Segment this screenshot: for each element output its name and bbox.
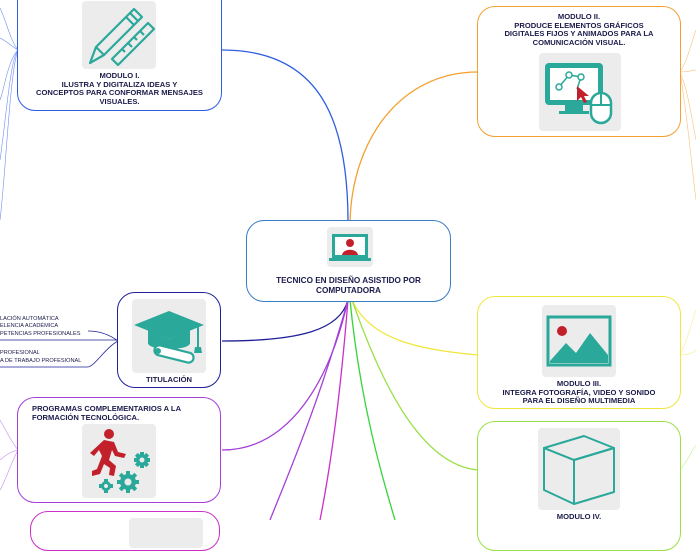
modulo3-line1: MODULO III. [556, 379, 602, 388]
modulo3-line2: INTEGRA FOTOGRAFÍA, VIDEO Y SONIDO [502, 387, 656, 397]
modulo1-line4: VISUALES. [99, 96, 140, 106]
connector-modulo2 [349, 71, 479, 223]
modulo4-line1: MODULO IV. [556, 512, 602, 521]
programas-node[interactable]: PROGRAMAS COMPLEMENTARIOS A LA FORMACIÓN… [17, 397, 221, 503]
titulacion-icon-box [132, 299, 206, 373]
modulo1-icon-box [82, 1, 156, 69]
image-icon [546, 315, 612, 367]
titulacion-node[interactable]: TITULACIÓN [117, 292, 221, 388]
connector-modulo3 [351, 299, 479, 356]
titulacion-subitem-3[interactable]: PETENCIAS PROFESIONALES [0, 331, 81, 337]
modulo2-line3: DIGITALES FIJOS Y ANIMADOS PARA LA [504, 29, 654, 39]
center-title-line1: TECNICO EN DISEÑO ASISTIDO POR [276, 276, 421, 285]
modulo1-subbranches [0, 7, 19, 221]
pencil-ruler-icon [88, 7, 156, 67]
modulo2-text: MODULO II. PRODUCE ELEMENTOS GRÁFICOS DI… [478, 12, 680, 47]
connector-modulo1 [221, 49, 349, 223]
monitor-mouse-icon [545, 63, 613, 125]
connector-lower-purple [269, 299, 349, 520]
modulo4-icon-box [538, 428, 620, 510]
modulo4-node[interactable]: MODULO IV. [477, 421, 681, 551]
modulo3-text: MODULO III. INTEGRA FOTOGRAFÍA, VIDEO Y … [478, 379, 680, 406]
connector-titulacion [221, 299, 349, 342]
modulo2-icon-box [539, 53, 621, 131]
modulo1-line1: MODULO I. [99, 71, 140, 80]
titulacion-subbranches [0, 330, 119, 368]
titulacion-subitem-1[interactable]: LACIÓN AUTOMÁTICA [0, 316, 59, 322]
computer-user-icon [329, 234, 371, 261]
connector-programas [221, 299, 349, 451]
titulacion-subitem-2[interactable]: ELENCIA ACADÉMICA [0, 323, 59, 329]
center-icon-box [327, 227, 373, 267]
connector-lower-magenta [319, 299, 349, 520]
center-node[interactable]: TECNICO EN DISEÑO ASISTIDO POR COMPUTADO… [246, 220, 451, 302]
cube-icon [543, 435, 615, 505]
titulacion-subitem-5[interactable]: A DE TRABAJO PROFESIONAL [0, 358, 82, 364]
modulo4-subbranches [679, 444, 696, 471]
modulo2-line2: PRODUCE ELEMENTOS GRÁFICOS [514, 20, 644, 30]
programas-line2: FORMACIÓN TECNOLÓGICA. [32, 412, 140, 422]
modulo1-line2: ILUSTRA Y DIGITALIZA IDEAS Y [61, 79, 178, 89]
modulo3-icon-box [542, 305, 616, 377]
modulo4-text: MODULO IV. [478, 512, 680, 522]
modulo1-node[interactable]: MODULO I. ILUSTRA Y DIGITALIZA IDEAS Y C… [17, 0, 222, 111]
center-title-line2: COMPUTADORA [316, 286, 381, 295]
modulo2-subbranches [679, 29, 696, 201]
connector-lower-green [349, 299, 396, 520]
lower-partial-icon-box [129, 518, 203, 548]
lower-partial-node[interactable] [30, 511, 220, 551]
modulo3-node[interactable]: MODULO III. INTEGRA FOTOGRAFÍA, VIDEO Y … [477, 296, 681, 409]
modulo2-node[interactable]: MODULO II. PRODUCE ELEMENTOS GRÁFICOS DI… [477, 6, 681, 137]
modulo2-line4: COMUNICACIÓN VISUAL. [532, 37, 626, 47]
connector-modulo4 [351, 299, 479, 471]
programas-text: PROGRAMAS COMPLEMENTARIOS A LA FORMACIÓN… [32, 404, 182, 422]
modulo1-text: MODULO I. ILUSTRA Y DIGITALIZA IDEAS Y C… [18, 71, 221, 106]
graduation-icon [134, 311, 204, 364]
programas-line1: PROGRAMAS COMPLEMENTARIOS A LA [32, 404, 182, 413]
modulo2-line1: MODULO II. [557, 12, 601, 21]
modulo3-subbranches [679, 309, 696, 356]
modulo1-line3: CONCEPTOS PARA CONFORMAR MENSAJES [36, 88, 203, 98]
titulacion-subitem-4[interactable]: PROFESIONAL [0, 350, 40, 356]
modulo3-line3: PARA EL DISEÑO MULTIMEDIA [522, 396, 636, 406]
runner-gears-icon [90, 429, 150, 493]
programas-subbranches [0, 419, 19, 491]
programas-icon-box [82, 424, 156, 498]
titulacion-label: TITULACIÓN [146, 375, 192, 384]
center-title: TECNICO EN DISEÑO ASISTIDO POR COMPUTADO… [247, 276, 450, 296]
